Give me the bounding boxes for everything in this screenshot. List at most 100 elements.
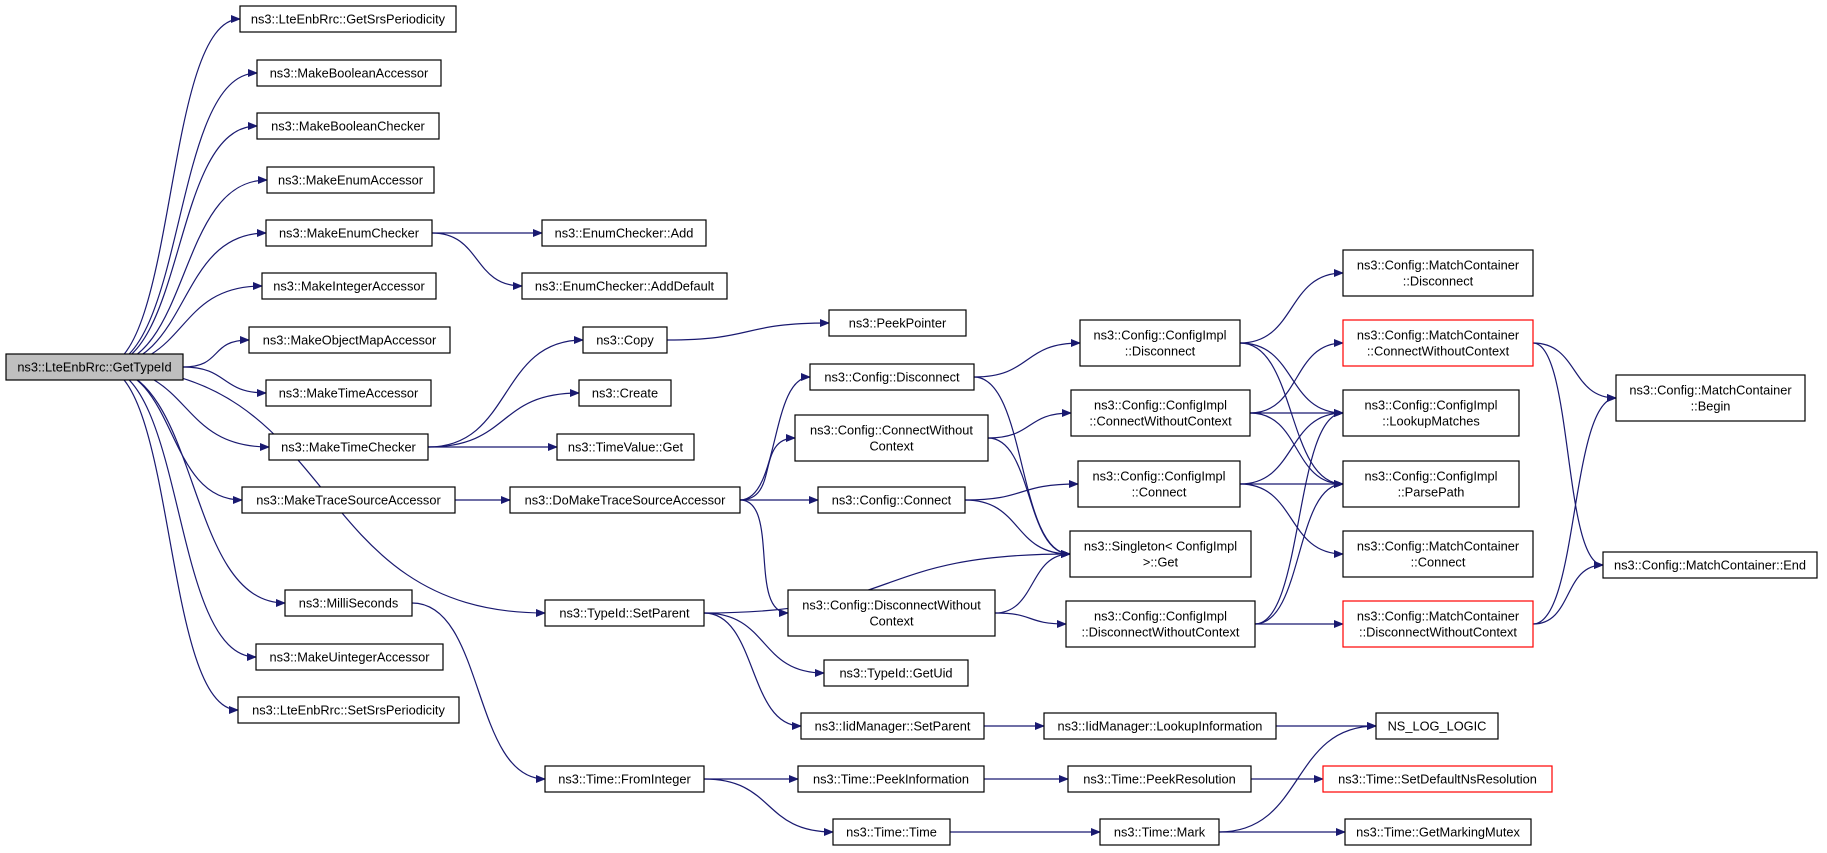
node-label: ns3::Config::MatchContainer — [1357, 608, 1520, 623]
node-label: ns3::Config::ConfigImpl — [1094, 608, 1227, 623]
node-mk-time-acc[interactable]: ns3::MakeTimeAccessor — [265, 379, 432, 407]
node-mk-obj-map[interactable]: ns3::MakeObjectMapAccessor — [248, 326, 451, 354]
node-mc-end[interactable]: ns3::Config::MatchContainer::End — [1602, 551, 1818, 579]
edge-mc-conn-wo-to-mc-begin — [1532, 342, 1617, 402]
node-mk-bool-chk[interactable]: ns3::MakeBooleanChecker — [256, 112, 440, 140]
node-ci-conn-wo[interactable]: ns3::Config::ConfigImpl::ConnectWithoutC… — [1070, 389, 1251, 437]
node-box — [1342, 600, 1534, 648]
node-box — [248, 326, 451, 354]
node-get-mark-mtx[interactable]: ns3::Time::GetMarkingMutex — [1344, 818, 1532, 846]
node-label: ns3::DoMakeTraceSourceAccessor — [525, 492, 727, 507]
edge-mc-conn-wo-to-mc-end — [1532, 342, 1604, 569]
node-ci-disc[interactable]: ns3::Config::ConfigImpl::Disconnect — [1079, 319, 1241, 367]
node-mc-conn-wo[interactable]: ns3::Config::MatchContainer::ConnectWith… — [1342, 319, 1534, 367]
node-get-uid[interactable]: ns3::TypeId::GetUid — [823, 659, 969, 687]
node-mc-disc[interactable]: ns3::Config::MatchContainer::Disconnect — [1342, 249, 1534, 297]
node-box — [1615, 374, 1806, 422]
node-box — [1070, 389, 1251, 437]
node-mk-enum-chk[interactable]: ns3::MakeEnumChecker — [265, 219, 433, 247]
node-from-int[interactable]: ns3::Time::FromInteger — [544, 765, 705, 793]
node-label: ns3::Config::ConfigImpl — [1364, 397, 1497, 412]
edge-cfg-disc-wo-to-singleton — [994, 550, 1071, 614]
node-mk-uint-acc[interactable]: ns3::MakeUintegerAccessor — [255, 643, 444, 671]
node-get-srs[interactable]: ns3::LteEnbRrc::GetSrsPeriodicity — [239, 5, 457, 33]
node-cfg-disc[interactable]: ns3::Config::Disconnect — [809, 363, 975, 391]
node-mk-bool-acc[interactable]: ns3::MakeBooleanAccessor — [256, 59, 442, 87]
node-peek-info[interactable]: ns3::Time::PeekInformation — [797, 765, 985, 793]
node-mk-trace[interactable]: ns3::MakeTraceSourceAccessor — [241, 486, 456, 514]
nodes-layer: ns3::LteEnbRrc::GetTypeIdns3::LteEnbRrc:… — [5, 5, 1818, 846]
node-mk-time-chk[interactable]: ns3::MakeTimeChecker — [268, 433, 429, 461]
node-ci-parse[interactable]: ns3::Config::ConfigImpl::ParsePath — [1342, 460, 1520, 508]
node-singleton[interactable]: ns3::Singleton< ConfigImpl>::Get — [1069, 530, 1252, 578]
node-box — [1079, 319, 1241, 367]
node-label: ns3::Time::FromInteger — [558, 771, 691, 786]
edge-mc-disc-wo-to-mc-begin — [1532, 394, 1617, 625]
node-box — [1077, 460, 1241, 508]
node-box — [800, 712, 985, 740]
node-box — [582, 326, 668, 354]
edge-root-to-mk-trace — [100, 366, 243, 504]
node-box — [544, 599, 705, 627]
edge-root-to-mk-uint-acc — [100, 366, 257, 661]
node-label: Context — [869, 438, 914, 453]
edge-cfg-disc-wo-to-ci-disc-wo — [994, 612, 1067, 628]
node-box — [787, 589, 996, 637]
node-enum-add[interactable]: ns3::EnumChecker::Add — [541, 219, 707, 247]
node-mc-disc-wo[interactable]: ns3::Config::MatchContainer::DisconnectW… — [1342, 600, 1534, 648]
node-mk-int-acc[interactable]: ns3::MakeIntegerAccessor — [261, 272, 437, 300]
node-cfg-conn-wo[interactable]: ns3::Config::ConnectWithoutContext — [794, 414, 989, 462]
edge-root-to-mk-obj-map — [182, 336, 250, 368]
node-label: ns3::Config::ConfigImpl — [1092, 468, 1225, 483]
node-mk-enum-acc[interactable]: ns3::MakeEnumAccessor — [266, 166, 435, 194]
node-time-time[interactable]: ns3::Time::Time — [832, 818, 951, 846]
node-set-parent[interactable]: ns3::TypeId::SetParent — [544, 599, 705, 627]
node-iid-set[interactable]: ns3::IidManager::SetParent — [800, 712, 985, 740]
node-ns-log[interactable]: NS_LOG_LOGIC — [1375, 712, 1499, 740]
node-root[interactable]: ns3::LteEnbRrc::GetTypeId — [5, 353, 184, 381]
node-label: ns3::MakeEnumAccessor — [278, 172, 424, 187]
node-milli[interactable]: ns3::MilliSeconds — [284, 589, 413, 617]
edge-ci-conn-wo-to-ci-parse — [1249, 412, 1344, 488]
node-cfg-conn[interactable]: ns3::Config::Connect — [817, 486, 966, 514]
edge-set-parent-to-singleton — [703, 550, 1071, 614]
node-box — [823, 659, 969, 687]
node-enum-add-def[interactable]: ns3::EnumChecker::AddDefault — [521, 272, 728, 300]
node-label: NS_LOG_LOGIC — [1388, 718, 1487, 733]
edge-mk-enum-chk-to-enum-add-def — [431, 232, 523, 290]
node-box — [265, 379, 432, 407]
node-mc-conn[interactable]: ns3::Config::MatchContainer::Connect — [1342, 530, 1534, 578]
node-peek-ptr[interactable]: ns3::PeekPointer — [828, 309, 967, 337]
node-tv-get[interactable]: ns3::TimeValue::Get — [556, 433, 695, 461]
node-label: ns3::Singleton< ConfigImpl — [1084, 538, 1237, 553]
edge-ci-disc-to-mc-disc — [1239, 269, 1344, 344]
node-label: Context — [869, 613, 914, 628]
node-ci-conn[interactable]: ns3::Config::ConfigImpl::Connect — [1077, 460, 1241, 508]
edge-set-parent-to-iid-set — [703, 612, 802, 730]
node-box — [1342, 530, 1534, 578]
node-peek-res[interactable]: ns3::Time::PeekResolution — [1067, 765, 1252, 793]
edge-cfg-disc-to-ci-disc — [973, 339, 1081, 378]
edge-mark-to-ns-log — [1218, 722, 1377, 833]
node-copy[interactable]: ns3::Copy — [582, 326, 668, 354]
node-create[interactable]: ns3::Create — [578, 379, 672, 407]
node-label: ns3::LteEnbRrc::GetTypeId — [17, 359, 171, 374]
node-do-make[interactable]: ns3::DoMakeTraceSourceAccessor — [509, 486, 741, 514]
edge-mk-time-chk-to-copy — [427, 336, 584, 448]
node-box — [521, 272, 728, 300]
node-label: ns3::EnumChecker::Add — [555, 225, 694, 240]
node-ci-lookup[interactable]: ns3::Config::ConfigImpl::LookupMatches — [1342, 389, 1520, 437]
node-mark[interactable]: ns3::Time::Mark — [1099, 818, 1220, 846]
edge-milli-to-from-int — [411, 602, 546, 783]
edge-ci-conn-to-ci-lookup — [1239, 409, 1344, 485]
node-set-srs[interactable]: ns3::LteEnbRrc::SetSrsPeriodicity — [237, 696, 460, 724]
node-ci-disc-wo[interactable]: ns3::Config::ConfigImpl::DisconnectWitho… — [1065, 600, 1256, 648]
node-label: ns3::MakeBooleanAccessor — [270, 65, 429, 80]
node-label: ns3::Create — [592, 385, 658, 400]
node-mc-begin[interactable]: ns3::Config::MatchContainer::Begin — [1615, 374, 1806, 422]
node-iid-lookup[interactable]: ns3::IidManager::LookupInformation — [1043, 712, 1277, 740]
node-cfg-disc-wo[interactable]: ns3::Config::DisconnectWithoutContext — [787, 589, 996, 637]
edge-root-to-get-srs — [100, 15, 241, 368]
node-label: ns3::Config::ConfigImpl — [1364, 468, 1497, 483]
node-set-def-ns[interactable]: ns3::Time::SetDefaultNsResolution — [1322, 765, 1553, 793]
